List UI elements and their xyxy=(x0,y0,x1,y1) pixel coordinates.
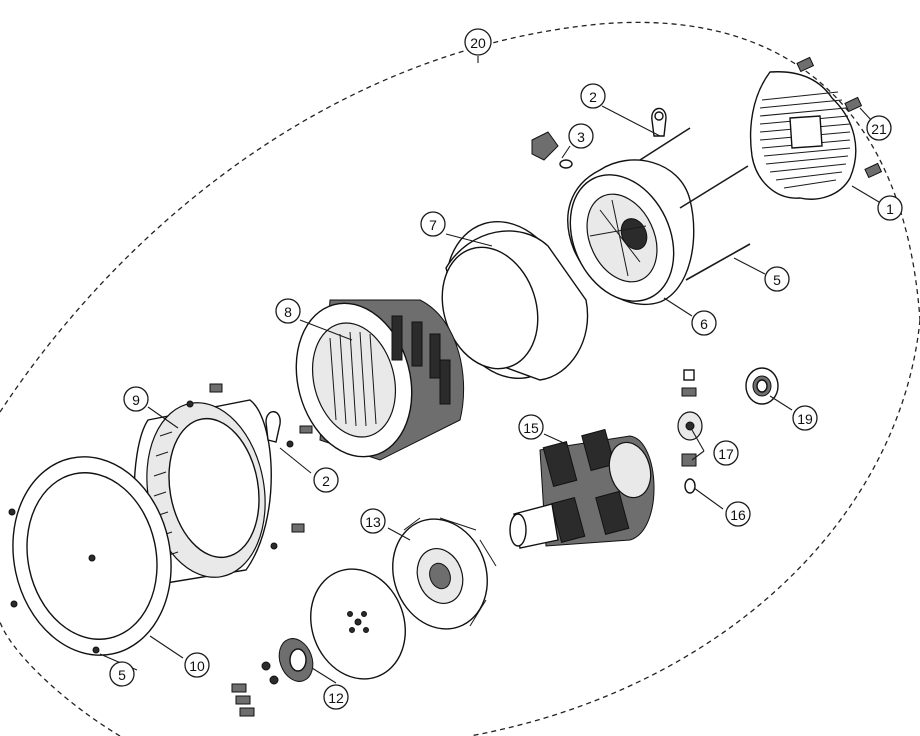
part-rear-grille-cover xyxy=(749,71,857,200)
callout-2-top: 2 xyxy=(580,83,606,109)
callout-label: 10 xyxy=(189,658,205,674)
callout-20: 20 xyxy=(464,28,492,56)
part-rectifier-assembly xyxy=(677,369,703,467)
callout-label: 19 xyxy=(797,411,813,427)
callout-1: 1 xyxy=(877,195,903,221)
callout-label: 5 xyxy=(118,667,126,683)
callout-5-top: 5 xyxy=(764,266,790,292)
callout-12: 12 xyxy=(323,684,349,710)
callout-17: 17 xyxy=(713,440,739,466)
part-rectifier-diode xyxy=(684,478,696,494)
callout-19: 19 xyxy=(792,405,818,431)
callout-16: 16 xyxy=(725,501,751,527)
part-stator xyxy=(295,299,465,461)
callout-15: 15 xyxy=(518,414,544,440)
callout-10: 10 xyxy=(184,652,210,678)
part-cable-gland xyxy=(531,131,573,169)
part-lifting-eye-top xyxy=(651,107,667,137)
callout-label: 2 xyxy=(589,89,597,105)
callout-label: 13 xyxy=(365,514,381,530)
part-flex-plate xyxy=(310,568,406,680)
part-lifting-eye-middle xyxy=(265,411,313,448)
callout-3: 3 xyxy=(568,123,594,149)
callout-label: 6 xyxy=(700,316,708,332)
part-rear-end-bracket xyxy=(567,159,695,306)
callout-label: 5 xyxy=(773,272,781,288)
callout-label: 2 xyxy=(322,473,330,489)
part-rotor xyxy=(509,428,655,549)
callout-label: 8 xyxy=(284,304,292,320)
callout-6: 6 xyxy=(691,310,717,336)
callout-label: 16 xyxy=(730,507,746,523)
callout-label: 17 xyxy=(718,446,734,462)
callout-label: 15 xyxy=(523,420,539,436)
part-coupling-hub xyxy=(231,638,314,717)
callout-8: 8 xyxy=(275,298,301,324)
part-stator-cover-band xyxy=(441,220,589,381)
part-bearing xyxy=(745,367,779,405)
callout-label: 21 xyxy=(871,121,887,137)
callout-label: 7 xyxy=(429,217,437,233)
callout-21: 21 xyxy=(866,115,892,141)
part-cover-screws xyxy=(796,56,883,179)
callout-7: 7 xyxy=(420,211,446,237)
callout-9: 9 xyxy=(123,386,149,412)
callout-label: 3 xyxy=(577,129,585,145)
callout-label: 9 xyxy=(132,392,140,408)
callout-label: 20 xyxy=(470,35,486,51)
part-adaptor-bolts xyxy=(186,383,305,550)
part-front-end-plate xyxy=(8,456,172,656)
callout-label: 12 xyxy=(328,690,344,706)
callout-5-bottom: 5 xyxy=(109,661,135,687)
callout-13: 13 xyxy=(360,508,386,534)
callout-label: 1 xyxy=(886,201,894,217)
part-through-bolts xyxy=(639,127,751,281)
assembly-boundary xyxy=(0,21,920,736)
part-cooling-fan xyxy=(392,517,497,630)
callout-2-middle: 2 xyxy=(313,467,339,493)
